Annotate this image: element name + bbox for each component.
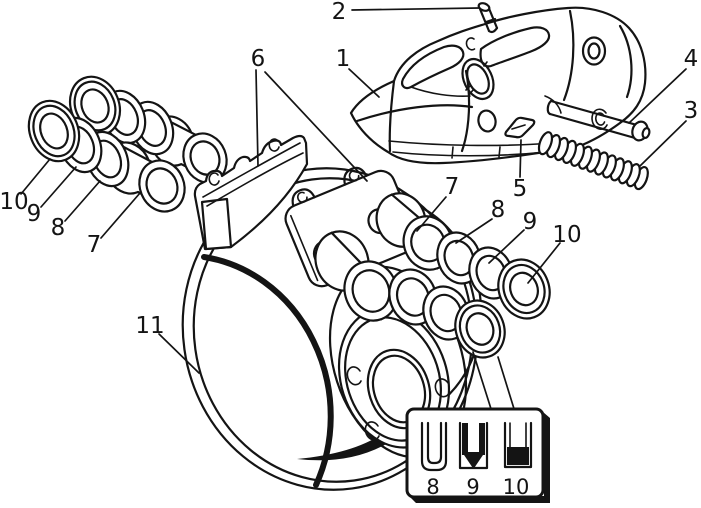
cross-section-9 [458, 421, 489, 470]
rim-shadow-arc [201, 254, 334, 488]
cylinder-bore [461, 57, 495, 101]
bridge-window [401, 44, 465, 90]
caliper-body [349, 2, 647, 165]
cross-section-8 [420, 421, 448, 472]
inset-label-8: 8 [426, 475, 439, 499]
piston-right-front [314, 230, 399, 322]
inset-pointer-wedge [472, 351, 516, 413]
dust-boot-right-front [454, 299, 506, 359]
callout-label-3: 3 [684, 98, 699, 124]
leader-7-left [100, 192, 141, 239]
dust-boot-left-back [68, 75, 122, 137]
callout-label-7-left: 7 [87, 232, 102, 258]
bleeder-screw [477, 2, 499, 34]
leader-6a [255, 69, 259, 167]
callout-label-4: 4 [684, 46, 699, 72]
inset-label-9: 9 [466, 475, 479, 499]
callout-label-2: 2 [332, 0, 347, 25]
stud-hole [364, 421, 380, 441]
pad-pin-holes [208, 138, 280, 186]
leader-4 [628, 68, 687, 124]
inset-label-10: 10 [503, 475, 530, 499]
piston-right-upper [375, 192, 454, 271]
guide-pin [546, 99, 651, 142]
brake-pad-outer [193, 134, 309, 251]
callout-label-8-left: 8 [51, 215, 66, 241]
leader-8-left [64, 180, 101, 222]
dust-boot-left-front [27, 99, 81, 163]
leader-5 [519, 139, 522, 178]
callout-label-10-left: 10 [0, 189, 29, 215]
leader-9-right [488, 229, 525, 264]
leader-1 [348, 68, 380, 98]
inset-box: 8 9 10 [405, 351, 550, 503]
cross-section-10 [503, 421, 533, 469]
callout-label-9-right: 9 [523, 209, 538, 235]
pad-retaining-clip [504, 116, 536, 139]
callout-labels: 1 2 3 4 5 6 7 8 9 10 7 8 9 10 11 [0, 0, 698, 339]
pin-hole [477, 109, 497, 133]
piston-left-front [104, 141, 186, 213]
pad-friction-block [200, 197, 233, 251]
leader-3 [639, 120, 687, 167]
seal-group-right [388, 231, 551, 359]
leader-6b [264, 71, 368, 182]
leader-2 [351, 7, 480, 11]
callout-label-10-right: 10 [552, 222, 581, 248]
threaded-spring-pin [537, 131, 649, 191]
leader-lines [20, 7, 687, 374]
callout-label-6: 6 [251, 46, 266, 72]
piston-seal-group-left [27, 75, 228, 213]
leader-8-right [455, 218, 493, 244]
leader-7-right [416, 196, 447, 232]
pad-tabs [291, 166, 368, 208]
callout-label-9-left: 9 [27, 201, 42, 227]
bridge-window [479, 26, 551, 68]
leader-10-right [527, 242, 561, 284]
dust-boot-right-back [497, 258, 551, 320]
mount-boss [581, 36, 607, 66]
callout-label-1: 1 [336, 46, 351, 72]
hat-shadow-crescent [297, 418, 400, 461]
stud-hole [434, 378, 450, 398]
leader-10-left [20, 158, 51, 195]
callout-label-7-right: 7 [445, 174, 460, 200]
leader-9-left [40, 166, 77, 208]
bolt-hole [465, 37, 476, 51]
callout-label-11: 11 [135, 313, 164, 339]
callout-label-8-right: 8 [491, 197, 506, 223]
stud-hole [346, 366, 362, 386]
callout-label-5: 5 [513, 176, 528, 202]
leader-11 [158, 333, 200, 374]
